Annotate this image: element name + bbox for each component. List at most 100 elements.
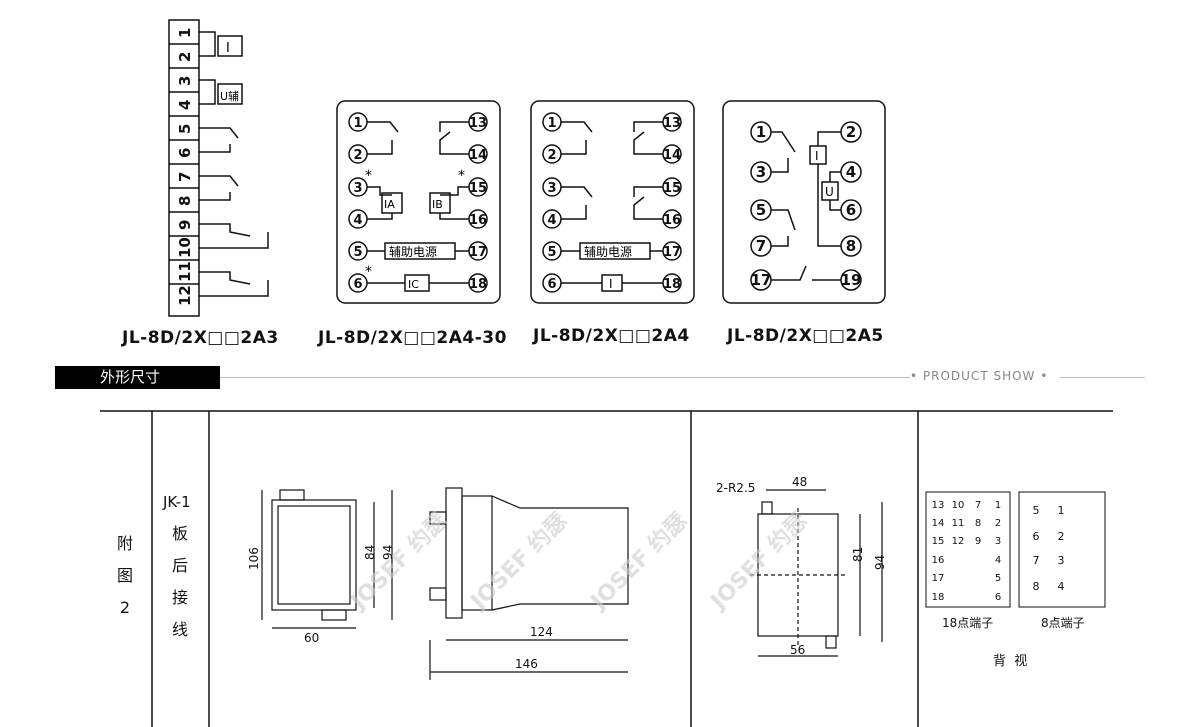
svg-text:17: 17	[751, 271, 772, 289]
svg-text:3: 3	[547, 181, 556, 196]
svg-text:13: 13	[932, 500, 945, 511]
col-figure-label: 附 图 2	[116, 534, 133, 617]
svg-text:16: 16	[469, 213, 487, 228]
svg-text:17: 17	[663, 245, 681, 260]
svg-text:14: 14	[663, 148, 681, 163]
svg-text:3: 3	[1058, 554, 1065, 567]
svg-text:19: 19	[841, 271, 862, 289]
product-show-text: • PRODUCT SHOW •	[910, 369, 1049, 383]
svg-text:2: 2	[995, 518, 1001, 529]
cutout-view	[750, 489, 883, 657]
terminal-1: 1	[176, 28, 194, 38]
wiring-diagrams: 1 2 3 4 5 6 7 8 9 10 11 12 I U辅 123 456 …	[168, 19, 886, 317]
label-a4-30: JL-8D/2X□□2A4-30	[318, 328, 507, 348]
label-a3: JL-8D/2X□□2A3	[122, 328, 279, 348]
front-view	[261, 489, 393, 629]
terminal-4: 4	[176, 100, 194, 110]
svg-text:13: 13	[469, 116, 487, 131]
svg-text:6: 6	[995, 592, 1001, 603]
svg-text:17: 17	[932, 573, 945, 584]
svg-text:10: 10	[952, 500, 965, 511]
coil-u-a5: U	[825, 185, 834, 199]
svg-text:17: 17	[469, 245, 487, 260]
terminal-7: 7	[176, 172, 194, 182]
aux-power-a430: 辅助电源	[389, 245, 437, 259]
terminal-5: 5	[176, 124, 194, 134]
terminal-strip-a3	[168, 19, 269, 317]
svg-text:1: 1	[995, 500, 1001, 511]
coil-u-aux-a3: U辅	[220, 89, 239, 103]
svg-text:1: 1	[353, 116, 362, 131]
svg-text:18: 18	[663, 277, 681, 292]
dim-124: 124	[530, 625, 553, 639]
svg-text:4: 4	[547, 213, 556, 228]
svg-text:2: 2	[1058, 530, 1065, 543]
dim-81: 81	[851, 547, 865, 562]
svg-text:6: 6	[547, 277, 556, 292]
svg-text:16: 16	[663, 213, 681, 228]
svg-text:2: 2	[846, 123, 856, 141]
svg-text:7: 7	[756, 237, 766, 255]
coil-i-a4: I	[609, 277, 613, 291]
coil-i-a5: I	[815, 149, 819, 163]
label-back-view: 背 视	[993, 654, 1028, 669]
section-divider-right	[1060, 377, 1145, 378]
dim-56: 56	[790, 643, 805, 657]
svg-text:5: 5	[547, 245, 556, 260]
back-view-8	[1018, 491, 1106, 608]
svg-text:6: 6	[353, 277, 362, 292]
svg-text:1: 1	[547, 116, 556, 131]
dim-60: 60	[304, 631, 319, 645]
terminal-3: 3	[176, 76, 194, 86]
svg-text:3: 3	[353, 181, 362, 196]
star-6: *	[365, 264, 372, 280]
terminal-12: 12	[176, 285, 194, 306]
side-view	[429, 487, 629, 680]
dim-146: 146	[515, 657, 538, 671]
terminal-11: 11	[176, 261, 194, 282]
col-wiring-type: 板 后 接 线	[171, 524, 188, 639]
star-3: *	[365, 168, 372, 184]
col-model: JK-1	[163, 493, 191, 511]
dim-94b: 94	[873, 555, 887, 570]
svg-text:9: 9	[975, 536, 981, 547]
svg-text:3: 3	[995, 536, 1001, 547]
terminal-10: 10	[176, 237, 194, 258]
diagram-a4	[530, 100, 695, 304]
terminal-9: 9	[176, 220, 194, 230]
dim-r25: 2-R2.5	[716, 481, 755, 495]
svg-text:6: 6	[846, 201, 856, 219]
label-a5: JL-8D/2X□□2A5	[727, 326, 884, 346]
coil-ic: IC	[408, 278, 419, 291]
svg-text:14: 14	[469, 148, 487, 163]
svg-text:8: 8	[975, 518, 981, 529]
back-view-18	[925, 491, 1011, 608]
coil-ib: IB	[432, 198, 443, 211]
svg-text:4: 4	[846, 163, 856, 181]
star-15: *	[458, 168, 465, 184]
svg-text:4: 4	[353, 213, 362, 228]
svg-text:4: 4	[995, 555, 1001, 566]
label-8-terminal: 8点端子	[1041, 616, 1085, 630]
terminal-2: 2	[176, 52, 194, 62]
svg-text:5: 5	[756, 201, 766, 219]
svg-text:11: 11	[952, 518, 965, 529]
svg-text:15: 15	[663, 181, 681, 196]
svg-text:8: 8	[846, 237, 856, 255]
svg-text:2: 2	[547, 148, 556, 163]
svg-text:5: 5	[1033, 504, 1040, 517]
label-a4: JL-8D/2X□□2A4	[533, 326, 690, 346]
section-divider	[220, 377, 910, 378]
coil-ia: IA	[384, 198, 395, 211]
diagram-a4-30	[336, 100, 501, 304]
svg-text:6: 6	[1033, 530, 1040, 543]
section-title-bar: 外形尺寸	[55, 366, 220, 389]
svg-text:5: 5	[353, 245, 362, 260]
svg-text:1: 1	[1058, 504, 1065, 517]
svg-text:18: 18	[469, 277, 487, 292]
watermark-2: JOSEF 约瑟	[464, 508, 572, 616]
svg-text:3: 3	[756, 163, 766, 181]
svg-text:5: 5	[995, 573, 1001, 584]
dim-94: 94	[381, 545, 395, 560]
